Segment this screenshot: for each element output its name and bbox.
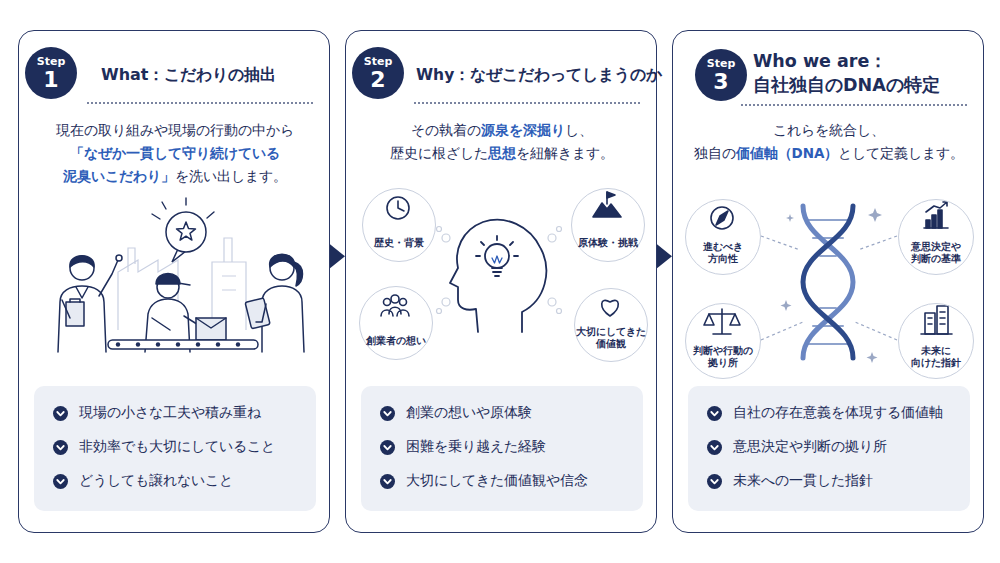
description-text: 歴史に根ざした xyxy=(390,145,488,161)
leader-lines xyxy=(761,236,897,340)
step-badge: Step1 xyxy=(25,47,77,99)
point-row: 自社の存在意義を体現する価値軸 xyxy=(688,396,970,430)
check-icon xyxy=(380,440,395,455)
point-text: 困難を乗り越えた経験 xyxy=(406,438,546,456)
description-text: として定義します。 xyxy=(838,145,964,161)
bubble-label: 未来に 向けた指針 xyxy=(900,345,972,369)
step-title: Why：なぜこだわってしまうのか xyxy=(416,63,654,87)
check-icon xyxy=(53,406,68,421)
description-text: し、 xyxy=(565,122,593,138)
step-title: Who we are： 自社独自のDNAの特定 xyxy=(753,49,968,97)
point-list: 自社の存在意義を体現する価値軸意思決定や判断の拠り所未来への一貫した指針 xyxy=(688,386,970,511)
check-icon xyxy=(53,474,68,489)
point-text: 非効率でも大切にしていること xyxy=(79,438,275,456)
description-text: 独自の xyxy=(694,145,736,161)
step-panel: Who we are： 自社独自のDNAの特定これらを統合し、独自の価値軸（DN… xyxy=(672,30,984,533)
dna-helix xyxy=(803,206,853,358)
bubble-label: 判断や行動の 拠り所 xyxy=(687,345,759,369)
description-text: を紐解きます。 xyxy=(516,145,614,161)
check-icon xyxy=(707,474,722,489)
step-panel: What：こだわりの抽出現在の取り組みや現場の行動の中から「なぜか一貫して守り続… xyxy=(18,30,330,533)
step-label: Step xyxy=(364,55,393,68)
point-text: 創業の想いや原体験 xyxy=(406,404,532,422)
description-text: 源泉を深掘り xyxy=(481,122,565,138)
bubble-label: 意思決定や 判断の基準 xyxy=(900,241,972,265)
point-row: 創業の想いや原体験 xyxy=(361,396,643,430)
description-text: これらを統合し、 xyxy=(773,122,885,138)
step-number: 1 xyxy=(43,68,58,92)
check-icon xyxy=(380,406,395,421)
check-icon xyxy=(707,406,722,421)
point-text: どうしても譲れないこと xyxy=(79,472,233,490)
point-text: 未来への一貫した指針 xyxy=(733,472,873,490)
step-badge: Step2 xyxy=(352,47,404,99)
description: 現在の取り組みや現場の行動の中から「なぜか一貫して守り続けている 泥臭いこだわり… xyxy=(35,119,315,188)
point-text: 大切にしてきた価値観や信念 xyxy=(406,472,588,490)
bubble-label: 歴史・背景 xyxy=(363,237,435,249)
point-row: どうしても譲れないこと xyxy=(34,464,316,498)
theme-bubble: 大切にしてきた 価値観 xyxy=(574,288,648,362)
conveyor-rollers xyxy=(116,342,240,346)
step-number: 2 xyxy=(370,68,385,92)
step-badge: Step3 xyxy=(695,49,747,101)
value-circle: 未来に 向けた指針 xyxy=(898,303,974,379)
thinking-head xyxy=(450,220,546,332)
description-text: その執着の xyxy=(411,122,481,138)
theme-bubble: 歴史・背景 xyxy=(362,188,436,262)
check-icon xyxy=(707,440,722,455)
description: これらを統合し、独自の価値軸（DNA）として定義します。 xyxy=(689,119,969,165)
point-row: 非効率でも大切にしていること xyxy=(34,430,316,464)
dotted-rule xyxy=(87,102,313,104)
bubble-label: 大切にしてきた 価値観 xyxy=(575,326,647,350)
value-circle: 意思決定や 判断の基準 xyxy=(898,199,974,275)
bubble-label: 原体験・挑戦 xyxy=(572,237,644,249)
description: その執着の源泉を深掘りし、歴史に根ざした思想を紐解きます。 xyxy=(362,119,642,165)
thought-dots xyxy=(437,227,562,314)
dotted-rule xyxy=(741,104,967,106)
step-label: Step xyxy=(37,55,66,68)
description-text: を洗い出します。 xyxy=(175,168,287,184)
description-text: 思想 xyxy=(488,145,516,161)
description-text: 価値軸（DNA） xyxy=(736,145,839,161)
bubble-label: 創業者の想い xyxy=(360,335,432,347)
value-circle: 判断や行動の 拠り所 xyxy=(685,303,761,379)
point-row: 意思決定や判断の拠り所 xyxy=(688,430,970,464)
step-panel: Why：なぜこだわってしまうのかその執着の源泉を深掘りし、歴史に根ざした思想を紐… xyxy=(345,30,657,533)
step-arrow xyxy=(330,244,345,268)
theme-bubble: 創業者の想い xyxy=(359,286,433,360)
point-row: 未来への一貫した指針 xyxy=(688,464,970,498)
point-row: 大切にしてきた価値観や信念 xyxy=(361,464,643,498)
dotted-rule xyxy=(414,102,640,104)
point-row: 困難を乗り越えた経験 xyxy=(361,430,643,464)
step-title: What：こだわりの抽出 xyxy=(101,63,323,87)
point-list: 現場の小さな工夫や積み重ね非効率でも大切にしていることどうしても譲れないこと xyxy=(34,386,316,511)
bubble-label: 進むべき 方向性 xyxy=(687,241,759,265)
point-text: 現場の小さな工夫や積み重ね xyxy=(79,404,261,422)
point-row: 現場の小さな工夫や積み重ね xyxy=(34,396,316,430)
theme-bubble: 原体験・挑戦 xyxy=(571,188,645,262)
step-arrow xyxy=(657,244,672,268)
point-text: 自社の存在意義を体現する価値軸 xyxy=(733,404,943,422)
point-text: 意思決定や判断の拠り所 xyxy=(733,438,887,456)
value-icons xyxy=(704,202,952,334)
sparkles xyxy=(781,208,883,363)
value-circle: 進むべき 方向性 xyxy=(685,199,761,275)
check-icon xyxy=(53,440,68,455)
worker-figures xyxy=(58,254,304,352)
check-icon xyxy=(380,474,395,489)
step-number: 3 xyxy=(713,70,728,94)
point-list: 創業の想いや原体験困難を乗り越えた経験大切にしてきた価値観や信念 xyxy=(361,386,643,511)
step-label: Step xyxy=(707,57,736,70)
star-bubble xyxy=(166,212,206,262)
description-text: 現在の取り組みや現場の行動の中から xyxy=(56,122,294,138)
theme-icons xyxy=(381,192,621,316)
